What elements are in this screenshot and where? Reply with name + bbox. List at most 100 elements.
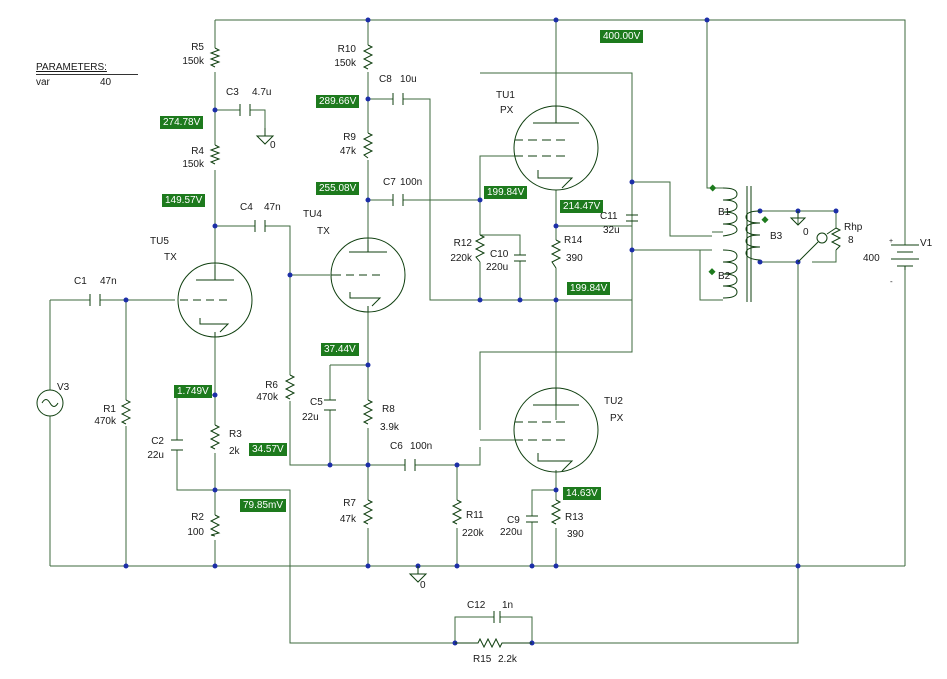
tu2-type: PX [610, 413, 624, 424]
node [795, 563, 801, 569]
b2-ref: B2 [718, 271, 731, 282]
capacitor-c12 [493, 611, 501, 623]
r1-ref: R1 [103, 404, 116, 415]
resistor-r8 [362, 399, 374, 425]
r13-value: 390 [567, 529, 584, 540]
capacitor-c4 [254, 220, 266, 232]
c7-ref: C7 [383, 177, 396, 188]
capacitor-c10 [514, 254, 526, 262]
capacitor-c6 [404, 459, 416, 471]
parameter-name: var [36, 77, 50, 88]
r13-ref: R13 [565, 512, 584, 523]
capacitor-c11 [626, 214, 638, 222]
node [327, 462, 333, 468]
resistor-r9 [362, 132, 374, 159]
v1-ref: V1 [920, 238, 933, 249]
node [629, 179, 635, 185]
node [212, 107, 218, 113]
r15-value: 2.2k [498, 654, 517, 665]
r4-value: 150k [182, 159, 204, 170]
node [365, 362, 371, 368]
c6-ref: C6 [390, 441, 403, 452]
resistor-r14 [550, 239, 562, 269]
voltage-label: 289.66V [316, 95, 360, 108]
ground-label-b3: 0 [803, 227, 809, 238]
resistor-r3 [209, 424, 221, 450]
tu1-ref: TU1 [496, 90, 515, 101]
b3-ref: B3 [770, 231, 783, 242]
node [365, 17, 371, 23]
node [529, 563, 535, 569]
r6-ref: R6 [265, 380, 278, 391]
node [477, 297, 483, 303]
tube-tu5 [177, 262, 253, 338]
capacitor-c2 [171, 439, 183, 451]
voltage-label: 199.84V [567, 282, 611, 295]
voltage-label: 79.85mV [240, 499, 287, 512]
c5-value: 22u [302, 412, 319, 423]
capacitors [89, 93, 638, 623]
capacitor-c5 [324, 399, 336, 411]
c1-ref: C1 [74, 276, 87, 287]
wires [49, 19, 906, 644]
resistor-r11 [451, 499, 463, 525]
c3-ref: C3 [226, 87, 239, 98]
c10-value: 220u [486, 262, 509, 273]
rhp-ref: Rhp [844, 222, 863, 233]
node [757, 259, 763, 265]
node [365, 563, 371, 569]
node [477, 197, 483, 203]
node [365, 197, 371, 203]
r8-ref: R8 [382, 404, 395, 415]
resistor-r7 [362, 499, 374, 525]
node [553, 17, 559, 23]
r3-ref: R3 [229, 429, 242, 440]
r14-value: 390 [566, 253, 583, 264]
c4-value: 47n [264, 202, 281, 213]
resistor-r2 [209, 514, 221, 537]
node [517, 297, 523, 303]
voltmeter-probe [797, 227, 837, 263]
source-v3 [36, 389, 64, 417]
node [553, 563, 559, 569]
r3-value: 2k [229, 446, 240, 457]
junction-dots [123, 17, 839, 646]
resistor-r12 [474, 234, 486, 263]
c6-value: 100n [410, 441, 433, 452]
capacitor-c7 [392, 194, 404, 206]
r9-value: 47k [339, 146, 356, 157]
capacitor-c3 [239, 104, 251, 116]
v1-minus: - [890, 277, 893, 286]
r7-ref: R7 [343, 498, 356, 509]
ground-symbol [255, 128, 275, 145]
c12-value: 1n [502, 600, 514, 611]
voltage-label: 199.84V [484, 186, 528, 199]
resistor-r13 [550, 499, 562, 525]
r1-value: 470k [94, 416, 116, 427]
ground-label-c3: 0 [270, 140, 276, 151]
rhp-value: 8 [848, 235, 854, 246]
r7-value: 47k [339, 514, 356, 525]
c3-value: 4.7u [252, 87, 272, 98]
node [365, 462, 371, 468]
tube-tu1 [513, 105, 599, 191]
node [287, 272, 293, 278]
ground-label: 0 [420, 580, 426, 591]
r2-ref: R2 [191, 512, 204, 523]
capacitor-c8 [392, 93, 404, 105]
r5-value: 150k [182, 56, 204, 67]
node [553, 487, 559, 493]
voltage-label: 149.57V [162, 194, 206, 207]
node [212, 487, 218, 493]
node [212, 223, 218, 229]
node [629, 247, 635, 253]
c11-ref: C11 [600, 211, 618, 222]
ground-symbol [789, 211, 807, 226]
r9-ref: R9 [343, 132, 356, 143]
node [123, 563, 129, 569]
r12-ref: R12 [453, 238, 472, 249]
tu4-ref: TU4 [303, 209, 322, 220]
r10-value: 150k [334, 58, 356, 69]
tu1-type: PX [500, 105, 514, 116]
